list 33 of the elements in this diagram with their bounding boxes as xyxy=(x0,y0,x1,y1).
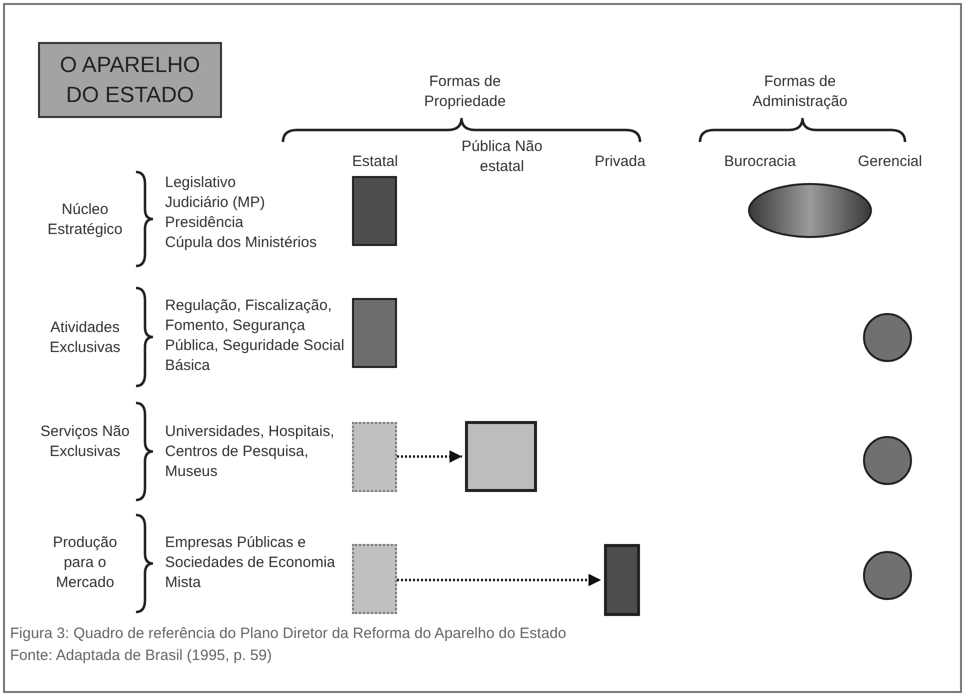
rectangle-block xyxy=(352,544,397,614)
column-group-header: Formas de Propriedade xyxy=(423,72,507,112)
row-header: Núcleo Estratégico xyxy=(46,200,124,240)
list-item: Legislativo xyxy=(165,173,237,193)
item-list: Empresas Públicas e Sociedades de Economia Mista xyxy=(165,533,345,593)
rectangle-block xyxy=(465,421,537,492)
box-heading: O APARELHO DO ESTADO xyxy=(58,51,202,109)
column-header: Burocracia xyxy=(723,152,797,172)
source-note: Fonte: Adaptada de Brasil (1995, p. 59) xyxy=(10,646,273,666)
column-group-header: Formas de Administração xyxy=(751,72,849,112)
circle-shape xyxy=(863,313,912,362)
column-header: Privada xyxy=(594,152,646,172)
column-header: Gerencial xyxy=(856,152,924,172)
row-header: Serviços Não Exclusivas xyxy=(40,422,130,462)
arrow xyxy=(397,450,462,463)
column-header: Estatal xyxy=(351,152,399,172)
circle-shape xyxy=(863,551,912,600)
circle-shape xyxy=(863,436,912,485)
row-header: Atividades Exclusivas xyxy=(48,318,122,358)
rectangle-block xyxy=(352,176,397,246)
item-list: Universidades, Hospitais, Centros de Pesquisa, Museus xyxy=(165,422,345,482)
row-header: Produção para o Mercado xyxy=(52,533,118,593)
figure-caption: Figura 3: Quadro de referência do Plano Diretor da Reforma do Aparelho do Estado xyxy=(10,624,568,644)
list-item: Judiciário (MP) xyxy=(165,193,266,213)
rectangle-block xyxy=(352,298,397,368)
title-box xyxy=(38,42,222,118)
arrow xyxy=(397,574,601,586)
rectangle-block xyxy=(352,422,397,492)
list-item: Presidência xyxy=(165,213,244,233)
item-list: Regulação, Fiscalização, Fomento, Segurança Pública, Seguridade Social Básica xyxy=(165,296,345,376)
list-item: Cúpula dos Ministérios xyxy=(165,233,318,253)
column-header: Pública Não estatal xyxy=(460,137,544,177)
rectangle-block xyxy=(604,544,640,616)
